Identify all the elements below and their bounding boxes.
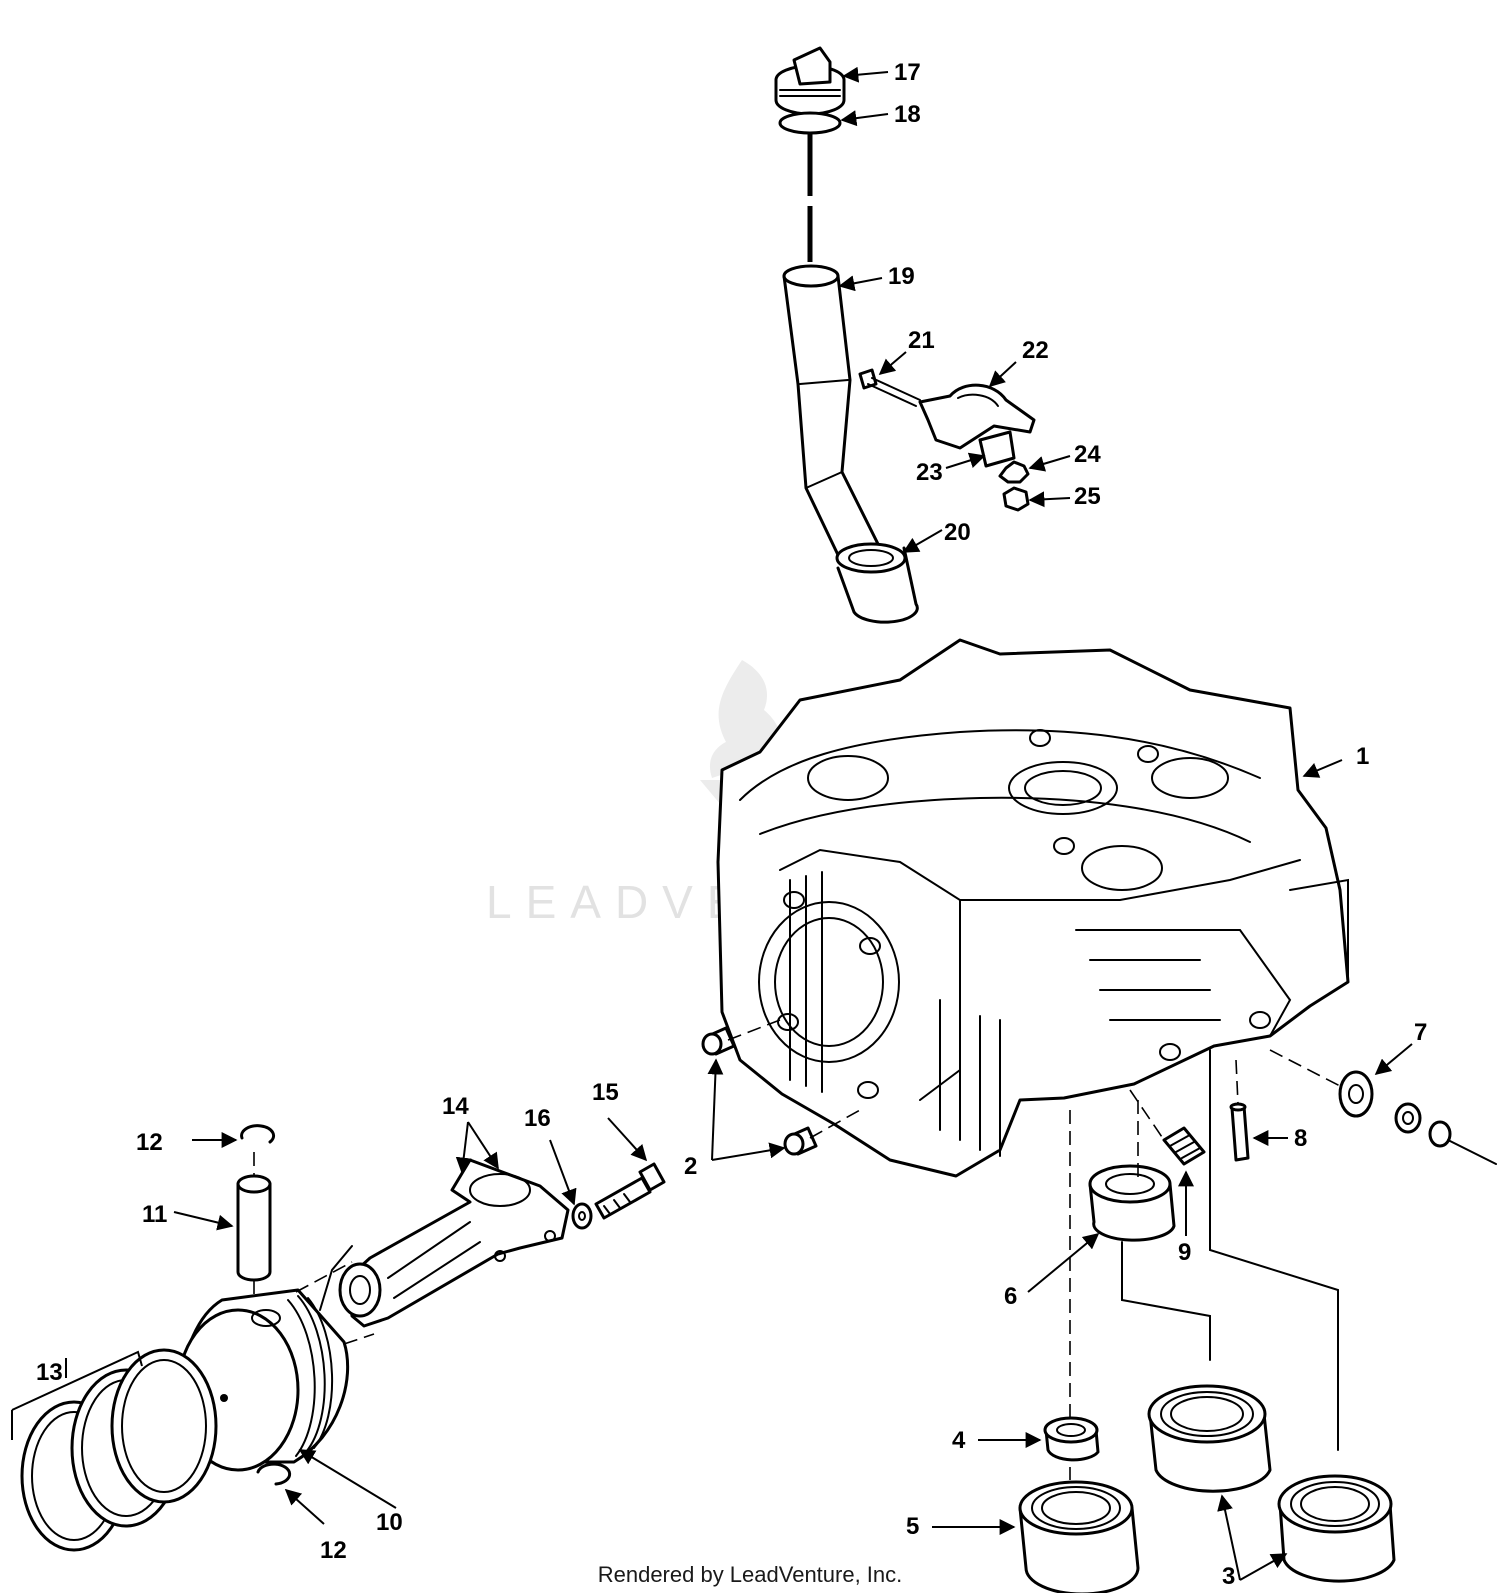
callout-24: 24 <box>1074 441 1101 468</box>
crank-seal <box>1043 1416 1100 1462</box>
hex-nut <box>1002 486 1030 512</box>
callout-19: 19 <box>888 263 915 290</box>
bracket-bolt <box>858 368 921 407</box>
callout-18: 18 <box>894 101 921 128</box>
callout-6: 6 <box>1004 1283 1017 1310</box>
ball-bearing <box>1088 1164 1176 1242</box>
rod-washer <box>571 1202 593 1230</box>
callout-25: 25 <box>1074 483 1101 510</box>
crankcase <box>716 638 1350 1178</box>
callout-9: 9 <box>1178 1239 1191 1266</box>
callout-21: 21 <box>908 327 935 354</box>
piston-pin-clip <box>256 1462 292 1486</box>
callout-1: 1 <box>1356 743 1369 770</box>
dowel-pin <box>783 1126 818 1156</box>
rod-bolt <box>594 1162 666 1220</box>
callout-11: 11 <box>142 1201 167 1228</box>
callout-17: 17 <box>894 59 921 86</box>
callout-13: 13 <box>36 1359 63 1386</box>
main-bearing <box>1018 1480 1140 1593</box>
callout-5: 5 <box>906 1513 919 1540</box>
callout-12-top: 12 <box>136 1129 163 1156</box>
render-credit: Rendered by LeadVenture, Inc. <box>597 1562 903 1587</box>
callout-16: 16 <box>524 1105 551 1132</box>
oil-seal <box>1338 1070 1374 1118</box>
callout-22: 22 <box>1022 337 1049 364</box>
lock-washer <box>998 460 1030 484</box>
tube-grommet <box>835 542 919 624</box>
dowel-pin <box>701 1026 736 1056</box>
callout-10: 10 <box>376 1509 403 1536</box>
callout-4: 4 <box>952 1427 966 1454</box>
bearing-b <box>1277 1474 1396 1583</box>
piston-pin-clip <box>240 1124 276 1144</box>
dowel-pin-8 <box>1229 1102 1250 1162</box>
piston-pin <box>236 1174 272 1282</box>
connecting-rod <box>338 1158 570 1328</box>
callout-7: 7 <box>1414 1019 1427 1046</box>
callout-2: 2 <box>684 1153 697 1180</box>
pipe-plug <box>1162 1126 1206 1166</box>
callout-15: 15 <box>592 1079 619 1106</box>
callout-3: 3 <box>1222 1563 1235 1590</box>
dipstick-tube <box>782 264 892 582</box>
retaining-ring <box>1428 1120 1452 1148</box>
callout-23: 23 <box>916 459 943 486</box>
callout-8: 8 <box>1294 1125 1307 1152</box>
bearing-a <box>1147 1384 1272 1493</box>
thrust-washer <box>1394 1102 1422 1134</box>
filler-cap <box>774 46 846 116</box>
o-ring <box>778 111 842 135</box>
piston-rings <box>20 1348 218 1552</box>
callout-12-bottom: 12 <box>320 1537 347 1564</box>
callout-14: 14 <box>442 1093 469 1120</box>
tube-bracket <box>918 383 1036 468</box>
callout-20: 20 <box>944 519 971 546</box>
